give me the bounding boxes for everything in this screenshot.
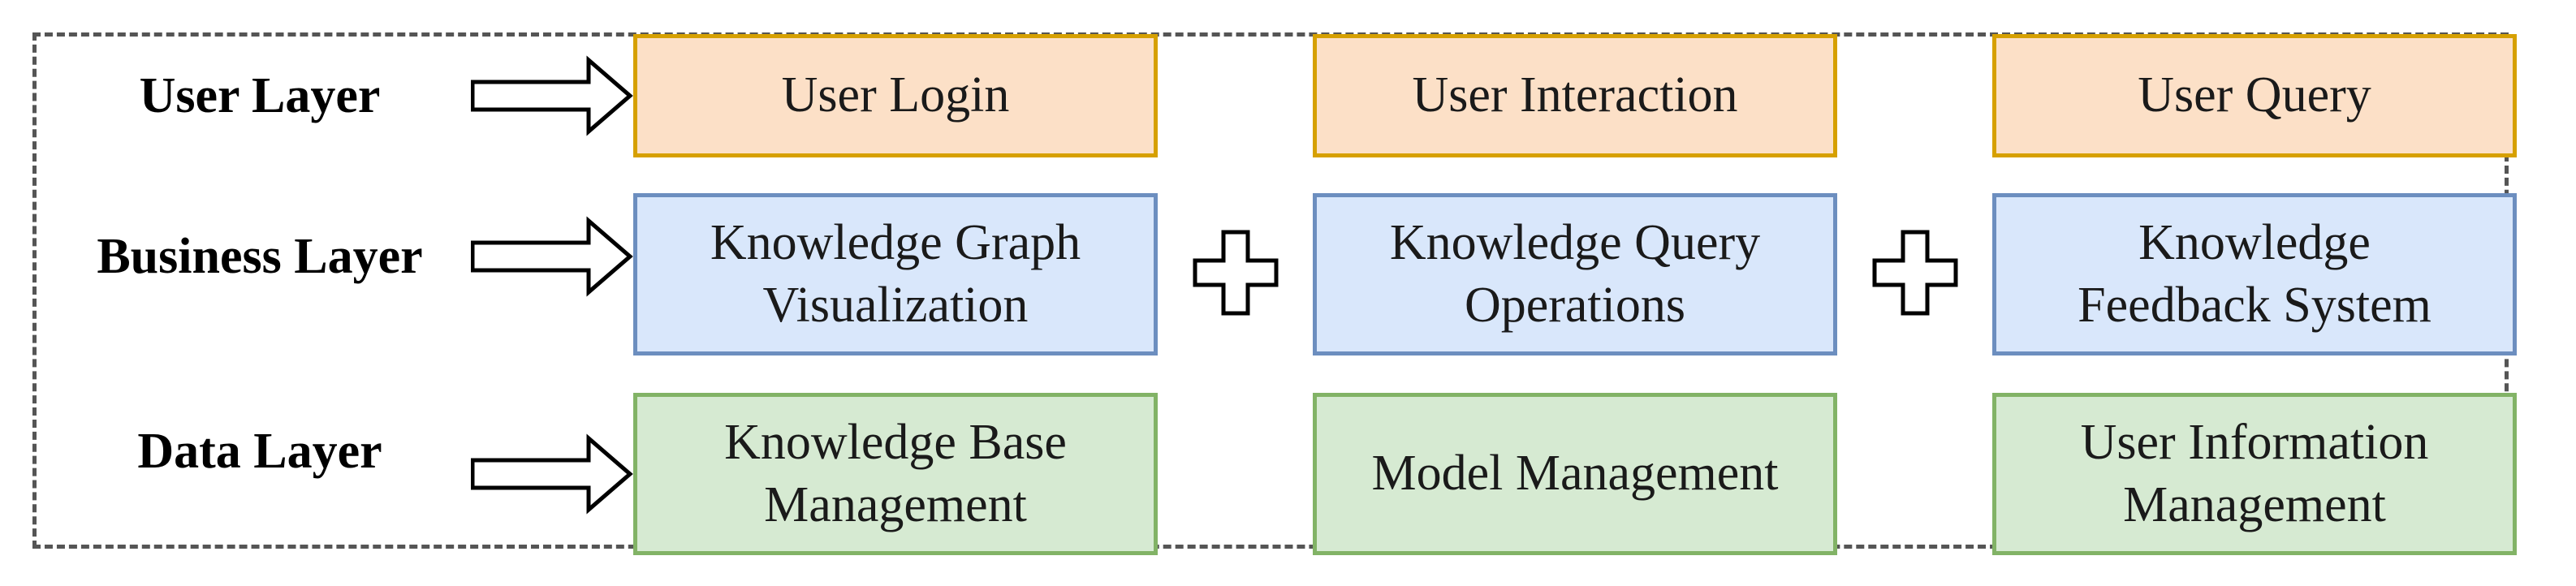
user-interaction-box: User Interaction <box>1313 34 1837 157</box>
data-layer-label: Data Layer <box>137 424 382 479</box>
user-login-text: User Login <box>781 67 1010 123</box>
knowledge-base-management-text: Knowledge Base Management <box>724 414 1067 533</box>
user-layer-arrow-icon <box>471 55 633 136</box>
user-query-text: User Query <box>2138 67 2371 123</box>
data-layer-arrow-icon <box>471 433 633 515</box>
business-layer-label: Business Layer <box>97 229 423 284</box>
knowledge-query-operations-box: Knowledge Query Operations <box>1313 193 1837 355</box>
knowledge-graph-visualization-box: Knowledge Graph Visualization <box>633 193 1158 355</box>
knowledge-feedback-system-box: Knowledge Feedback System <box>1992 193 2517 355</box>
user-query-box: User Query <box>1992 34 2517 157</box>
model-management-text: Model Management <box>1371 446 1779 502</box>
model-management-box: Model Management <box>1313 393 1837 555</box>
plus-icon <box>1193 230 1279 316</box>
business-layer-arrow-icon <box>471 216 633 297</box>
knowledge-query-operations-text: Knowledge Query Operations <box>1389 214 1761 334</box>
knowledge-feedback-system-text: Knowledge Feedback System <box>2078 214 2431 334</box>
knowledge-base-management-box: Knowledge Base Management <box>633 393 1158 555</box>
user-information-management-box: User Information Management <box>1992 393 2517 555</box>
user-layer-label: User Layer <box>139 68 381 123</box>
user-login-box: User Login <box>633 34 1158 157</box>
plus-icon <box>1872 230 1958 316</box>
user-interaction-text: User Interaction <box>1412 67 1738 123</box>
knowledge-graph-visualization-text: Knowledge Graph Visualization <box>710 214 1081 334</box>
user-information-management-text: User Information Management <box>2080 414 2429 533</box>
